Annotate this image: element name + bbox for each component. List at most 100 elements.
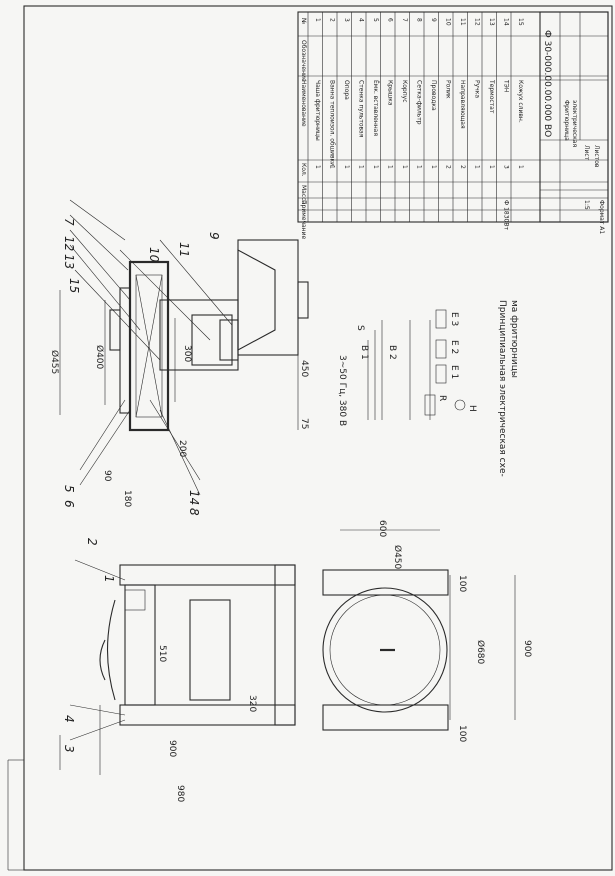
bom-row-name: Проводка xyxy=(430,80,437,111)
plan-view xyxy=(322,529,516,731)
callout-13: 13 xyxy=(62,254,76,269)
dim-980: 980 xyxy=(175,785,185,802)
schematic-label-E1: Е 1 xyxy=(449,365,459,379)
bom-row-qty: 1 xyxy=(358,165,365,169)
bom-row-num: 4 xyxy=(358,18,365,22)
bom-header-name: Наименование xyxy=(300,80,307,127)
bom-row-qty: 2 xyxy=(459,165,466,169)
dim-300: 300 xyxy=(182,345,192,362)
bom-row-num: 8 xyxy=(416,18,423,22)
schematic-caption-2: ма фритюрницы xyxy=(509,300,519,378)
title-block-scale: 1:5 xyxy=(583,200,590,210)
bom-row-qty: 1 xyxy=(314,165,321,169)
callout-5: 5 xyxy=(62,485,76,493)
schematic-label-H: H xyxy=(467,405,477,412)
dim-d400: Ø400 xyxy=(94,345,105,370)
schematic-label-S: S xyxy=(355,325,365,331)
callout-11: 11 xyxy=(177,242,191,257)
bom-row-qty: 1 xyxy=(430,165,437,169)
bom-row-qty: 1 xyxy=(401,165,408,169)
bom-row-qty: 1 xyxy=(488,165,495,169)
bom-row-name: Корпус xyxy=(401,80,408,103)
bom-row-num: 5 xyxy=(372,18,379,22)
bom-row-qty: 1 xyxy=(416,165,423,169)
callout-3: 3 xyxy=(62,745,76,753)
dim-900w: 900 xyxy=(522,640,532,657)
bom-row-qty: 1 xyxy=(343,165,350,169)
title-block-name-1: Фритюрница xyxy=(563,100,570,141)
bom-row-name: Крышка xyxy=(387,80,394,106)
callout-7: 7 xyxy=(62,218,76,226)
dim-510: 510 xyxy=(157,645,167,662)
schematic-label-E2: Е 2 xyxy=(449,340,459,354)
title-block-sheet: Лист xyxy=(583,145,590,161)
bom-row-name: Ролик xyxy=(445,80,452,99)
bom-row-name: Стенка пультовая xyxy=(358,80,365,138)
bom-row-name: Опора xyxy=(343,80,350,100)
dim-320: 320 xyxy=(247,695,257,712)
schematic-label-R: R xyxy=(437,395,447,401)
dim-d455: Ø455 xyxy=(49,350,60,374)
callout-12: 12 xyxy=(62,236,76,251)
bom-row-qty: 3 xyxy=(503,165,510,169)
bom-row-num: 14 xyxy=(503,18,510,26)
bom-row-qty: 1 xyxy=(387,165,394,169)
bom-row-num: 3 xyxy=(343,18,350,22)
bom-row-name: Сетка-фильтр xyxy=(416,80,423,125)
schematic-label-B1: В 1 xyxy=(359,345,369,360)
bom-row-name: Направляющая xyxy=(459,80,466,129)
bom-row-qty: 1 xyxy=(517,165,524,169)
bom-row-name: Кожух сливн. xyxy=(517,80,524,123)
bom-row-qty: 2 xyxy=(445,165,452,169)
bom-header-note: Примечание xyxy=(300,200,307,239)
dim-d680: Ø680 xyxy=(475,640,486,665)
callout-10: 10 xyxy=(147,247,161,263)
dim-200: 200 xyxy=(177,440,187,457)
title-block-format: Формат А1 xyxy=(598,200,605,234)
callout-9: 9 xyxy=(207,232,221,240)
schematic-caption-1: Принципиальная электрическая схе- xyxy=(497,300,507,477)
bom-row-qty: 1 xyxy=(372,165,379,169)
bom-header-qty: Кол. xyxy=(300,163,307,177)
bom-row-num: 1 xyxy=(314,18,321,22)
bom-row-qty: 1 xyxy=(329,165,336,169)
bom-row-name: ТЭН xyxy=(503,79,510,92)
callout-1: 1 xyxy=(102,575,116,583)
bom-row-name: Чаша фритюрницы xyxy=(314,80,321,141)
bom-row-name: Ручка xyxy=(474,80,481,98)
bom-header-designation: Обозначение xyxy=(300,40,307,82)
dim-450: 450 xyxy=(299,360,309,377)
schematic-label-E3: Е 3 xyxy=(449,312,459,326)
dim-100b: 100 xyxy=(457,725,467,742)
bom-header-num: № xyxy=(300,18,307,24)
electrical-schematic xyxy=(367,309,466,420)
dim-180: 180 xyxy=(122,490,132,507)
bom-row-num: 15 xyxy=(517,18,524,26)
bom-row-num: 11 xyxy=(459,18,466,26)
bom-row-num: 7 xyxy=(401,18,408,22)
schematic-label-B2: В 2 xyxy=(387,345,397,360)
bom-row-num: 2 xyxy=(329,18,336,22)
title-block xyxy=(539,11,609,223)
callout-14: 14 xyxy=(187,490,201,505)
callout-6: 6 xyxy=(62,500,76,508)
bom-header-mass: Масса xyxy=(300,185,307,204)
dim-90: 90 xyxy=(102,470,112,482)
bom-row-num: 12 xyxy=(474,18,481,26)
side-view xyxy=(59,559,296,775)
schematic-supply: 3~50 Гц, 380 В xyxy=(337,355,347,426)
callout-8: 8 xyxy=(187,508,201,516)
bom-row-num: 9 xyxy=(430,18,437,22)
bom-row-qty: 1 xyxy=(474,165,481,169)
title-block-code: Ф 30-000.00.00.000 ВО xyxy=(542,30,552,137)
callout-15: 15 xyxy=(67,278,81,293)
bom-row-num: 6 xyxy=(387,18,394,22)
bom-row-name: Ванна теплоизол. обшивки xyxy=(329,80,336,166)
bom-row-name: Ёмк. вставленная xyxy=(372,80,379,136)
callout-4: 4 xyxy=(62,715,76,723)
dim-900h: 900 xyxy=(167,740,177,757)
bom-row-name: Термостат xyxy=(488,79,495,114)
